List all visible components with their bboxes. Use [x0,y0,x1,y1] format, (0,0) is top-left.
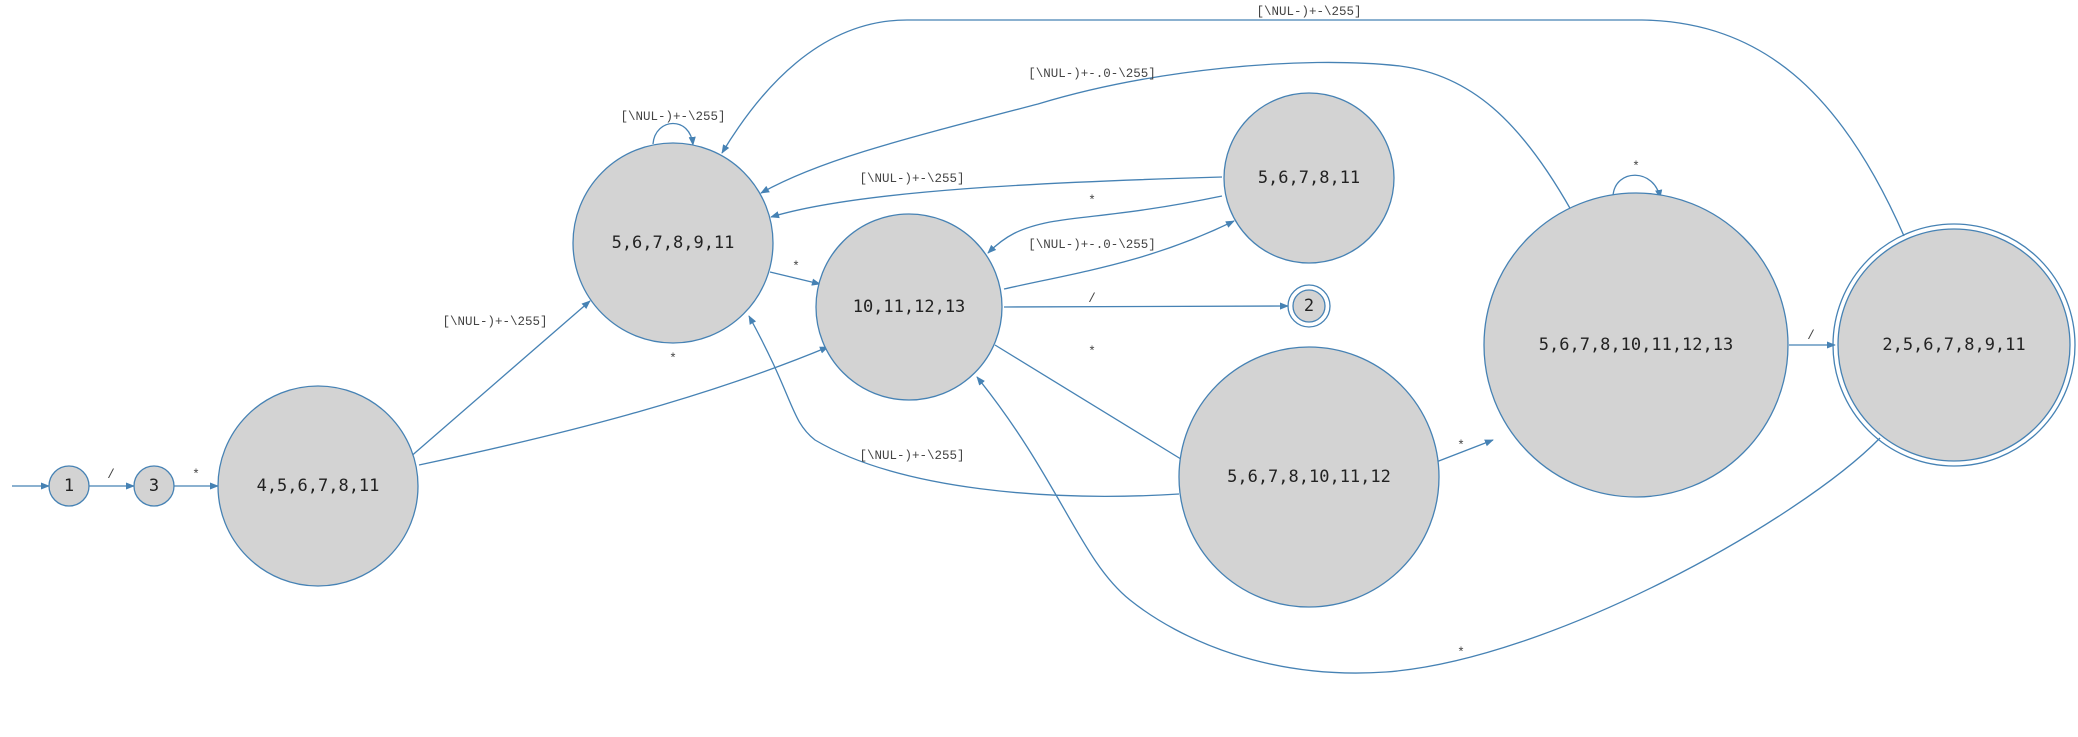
state-label: 5,6,7,8,11 [1258,168,1360,188]
transition-label: [\NUL-)+-\255] [859,449,964,463]
state-circle [48,465,90,507]
transition-label: [\NUL-)+-.0-\255] [1028,238,1156,252]
state-label: 1 [64,476,74,496]
state-circle [815,213,1003,401]
state-node: 5,6,7,8,9,11 [572,142,774,344]
transition-e10_2 [1003,302,1289,310]
transition-e59_10 [769,271,821,286]
state-node: 2 [1287,284,1331,328]
transition-e512_513 [1430,439,1494,465]
state-label: 4,5,6,7,8,11 [257,476,380,496]
state-label: 2,5,6,7,8,9,11 [1882,335,2025,355]
state-node: 4,5,6,7,8,11 [217,385,419,587]
state-node: 2,5,6,7,8,9,11 [1832,223,2076,467]
state-circle [217,385,419,587]
state-label: 5,6,7,8,9,11 [612,233,735,253]
transition-label: * [1457,439,1465,453]
transition-label: * [1457,646,1465,660]
transition-label: [\NUL-)+-.0-\255] [1028,67,1156,81]
transition-e4_59 [400,300,591,466]
state-label: 2 [1304,296,1314,316]
transition-label: [\NUL-)+-\255] [620,110,725,124]
state-node: 5,6,7,8,10,11,12 [1178,346,1440,608]
transition-label: * [792,260,800,274]
state-label: 10,11,12,13 [853,297,966,317]
state-node: 5,6,7,8,11 [1223,92,1395,264]
state-node: 1 [48,465,90,507]
state-circle [1178,346,1440,608]
transition-label: * [192,468,200,482]
transition-label: / [1088,292,1096,306]
transition-e513_59 [760,61,1572,211]
state-node: 3 [133,465,175,507]
transition-label: [\NUL-)+-\255] [1256,5,1361,19]
transition-e10_511 [1003,220,1235,290]
state-node: 10,11,12,13 [815,213,1003,401]
transition-label: / [107,468,115,482]
state-circle [1837,228,2071,462]
state-node: 5,6,7,8,10,11,12,13 [1483,192,1789,498]
accepting-ring [1287,284,1331,328]
transition-label: * [1088,345,1096,359]
transition-e511_10 [987,195,1223,254]
transition-label: * [1632,160,1640,174]
accepting-ring [1832,223,2076,467]
transition-label: [\NUL-)+-\255] [442,315,547,329]
state-circle [1223,92,1395,264]
state-circle [1292,289,1326,323]
transition-e513_513 [1612,174,1663,199]
state-circle [133,465,175,507]
state-circle [1483,192,1789,498]
transition-label: * [669,352,677,366]
transition-e512_59 [748,315,1180,497]
transition-label: [\NUL-)+-\255] [859,172,964,186]
state-circle [572,142,774,344]
transition-e4_10 [418,346,829,466]
state-label: 3 [149,476,159,496]
transition-e10_512 [994,344,1190,465]
transition-ef_10 [976,376,1881,674]
transition-ef_59 [721,19,1905,237]
state-label: 5,6,7,8,10,11,12 [1227,467,1391,487]
transition-e59_59 [652,122,696,146]
state-label: 5,6,7,8,10,11,12,13 [1539,335,1733,355]
transition-label: / [1807,329,1815,343]
transition-e511_59 [770,176,1223,219]
transition-label: * [1088,194,1096,208]
